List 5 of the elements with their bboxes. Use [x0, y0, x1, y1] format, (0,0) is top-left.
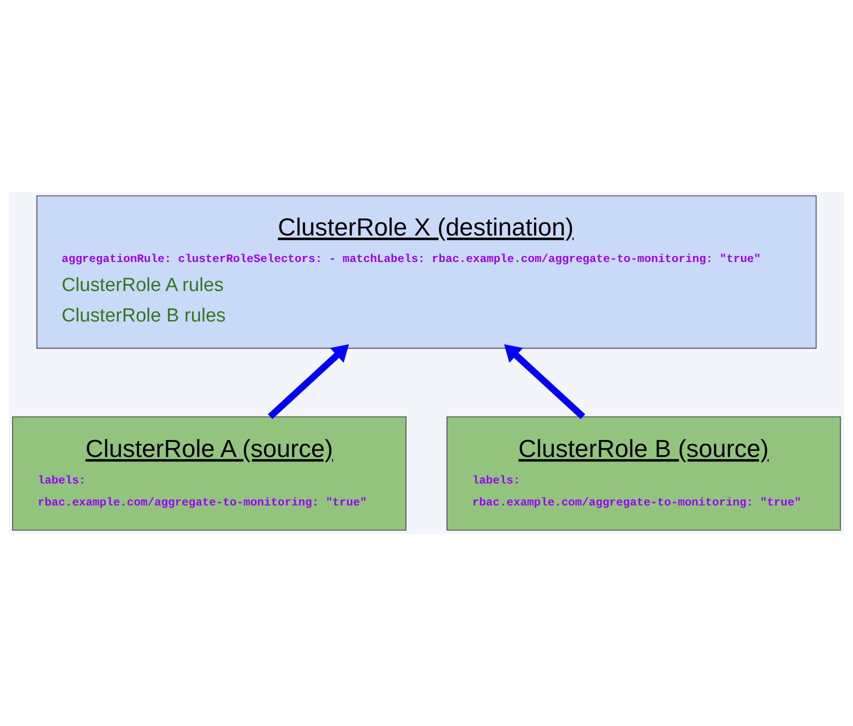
arrow [268, 344, 349, 420]
node-box: ClusterRole B (source) labels: rbac.example.com/aggregate-to-monitoring: "true" [446, 416, 841, 531]
node-box: ClusterRole A (source) labels: rbac.example.com/aggregate-to-monitoring: "true" [12, 416, 406, 531]
node-box: ClusterRole X (destination) aggregationRule: clusterRoleSelectors: - matchLabels: rbac.example.com/aggregate-to-monitoring: "true" ClusterRole A rules ClusterRole B rules [36, 195, 817, 349]
arrow [504, 344, 586, 420]
